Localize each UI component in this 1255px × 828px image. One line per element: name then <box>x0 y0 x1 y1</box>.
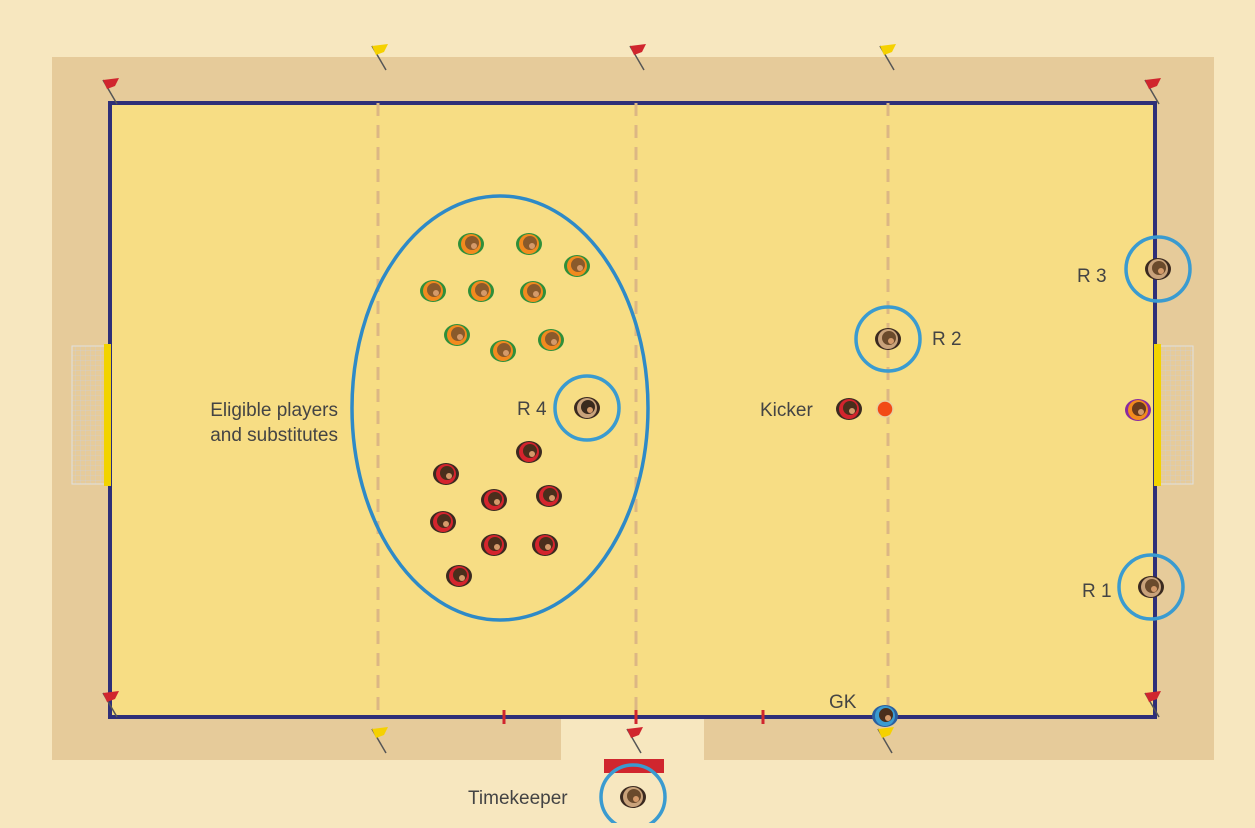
flag-icon <box>1144 691 1161 718</box>
player-icon <box>430 511 456 533</box>
flag-icon <box>371 727 388 754</box>
player-icon <box>520 281 546 303</box>
player-icon <box>433 463 459 485</box>
referee-r2-icon <box>875 328 901 350</box>
player-icon <box>564 255 590 277</box>
flag-icon <box>371 44 388 71</box>
r2-label: R 2 <box>932 329 962 350</box>
eligible-players-area <box>350 194 650 622</box>
referee-ring-r3 <box>1124 235 1192 303</box>
right-goal <box>1154 344 1194 486</box>
referee-ring-r1 <box>1117 553 1185 621</box>
player-icon <box>516 441 542 463</box>
eligible-players-label: Eligible players <box>210 400 338 421</box>
players-layer <box>420 233 1171 808</box>
flag-icon <box>877 727 894 754</box>
player-icon <box>481 489 507 511</box>
referee-ring-r2 <box>854 305 922 373</box>
kicker-player-icon <box>836 398 862 420</box>
referee-r1-icon <box>1138 576 1164 598</box>
player-icon <box>444 324 470 346</box>
flag-icon <box>1144 78 1161 105</box>
flag-icon <box>626 727 643 754</box>
timekeeper-label: Timekeeper <box>468 788 568 809</box>
flag-icon <box>102 78 119 105</box>
flag-icon <box>102 691 119 718</box>
player-icon <box>468 280 494 302</box>
player-icon <box>532 534 558 556</box>
player-icon <box>481 534 507 556</box>
r1-label: R 1 <box>1082 581 1112 602</box>
r3-label: R 3 <box>1077 266 1107 287</box>
referee-r3-icon <box>1145 258 1171 280</box>
ball-icon <box>876 400 894 418</box>
goalkeeper-player-icon <box>1125 399 1151 421</box>
player-icon <box>516 233 542 255</box>
flag-icon <box>879 44 896 71</box>
referee-ring-r4 <box>553 374 621 442</box>
player-icon <box>458 233 484 255</box>
referee-ring-timekeeper <box>599 763 667 828</box>
player-icon <box>538 329 564 351</box>
referee-r4-icon <box>574 397 600 419</box>
player-icon <box>490 340 516 362</box>
substitutes-label: and substitutes <box>210 425 338 446</box>
flag-icon <box>629 44 646 71</box>
kicker-label: Kicker <box>760 400 813 421</box>
player-icon <box>536 485 562 507</box>
player-icon <box>446 565 472 587</box>
left-goal <box>71 344 111 486</box>
timekeeper-icon <box>620 786 646 808</box>
player-icon <box>420 280 446 302</box>
gk-label: GK <box>829 692 857 713</box>
gk-player-icon <box>872 705 898 727</box>
r4-label: R 4 <box>517 399 547 420</box>
